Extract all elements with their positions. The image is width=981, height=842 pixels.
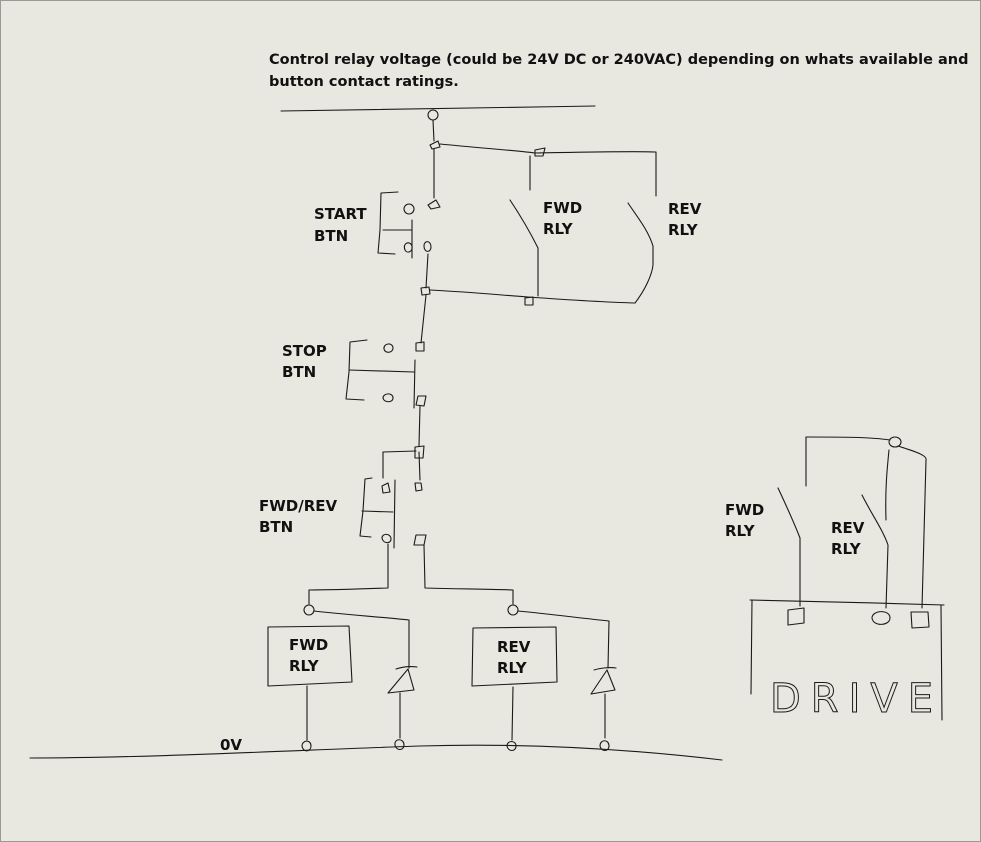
fwd-contact-label-2: RLY (543, 220, 574, 238)
coil-split-wiring (303, 543, 610, 669)
rev-contact-label-2: RLY (668, 221, 699, 239)
note-line-2: button contact ratings. (269, 74, 459, 90)
drive-block: DRIVE (749, 436, 945, 723)
rev-diode (590, 667, 617, 739)
start-btn-label-2: BTN (314, 227, 348, 245)
fwd-relay-coil (267, 625, 353, 741)
stop-btn-label-2: BTN (282, 363, 316, 381)
fwd-contact-label-1: FWD (543, 199, 582, 217)
junction-below-start (420, 286, 431, 344)
drive-rev-label-1: REV (831, 519, 865, 537)
zero-volt-label: 0V (220, 736, 242, 754)
drive-rev-label-2: RLY (831, 540, 862, 558)
start-button-symbol (377, 148, 441, 289)
rev-contact-label-1: REV (668, 200, 702, 218)
fwd-diode (387, 666, 418, 739)
drive-label: DRIVE (770, 676, 943, 722)
fwdrev-btn-label-1: FWD/REV (259, 497, 338, 515)
rev-coil-label-2: RLY (497, 659, 528, 677)
start-btn-label-1: START (314, 205, 367, 223)
rev-coil-label-1: REV (497, 638, 531, 656)
stop-button-symbol (345, 339, 427, 447)
zero-volt-rail (29, 739, 723, 761)
drive-fwd-label-2: RLY (725, 522, 756, 540)
note-line-1: Control relay voltage (could be 24V DC o… (269, 52, 968, 68)
fwd-coil-label-2: RLY (289, 657, 320, 675)
fwd-coil-label-1: FWD (289, 636, 328, 654)
drive-fwd-label-1: FWD (725, 501, 764, 519)
supply-rail (280, 105, 596, 142)
relay-contact-branch (429, 140, 657, 306)
stop-btn-label-1: STOP (282, 342, 327, 360)
junction-below-stop (382, 445, 425, 481)
fwdrev-btn-label-2: BTN (259, 518, 293, 536)
rev-relay-coil (471, 626, 558, 741)
fwdrev-button-symbol (359, 477, 427, 549)
